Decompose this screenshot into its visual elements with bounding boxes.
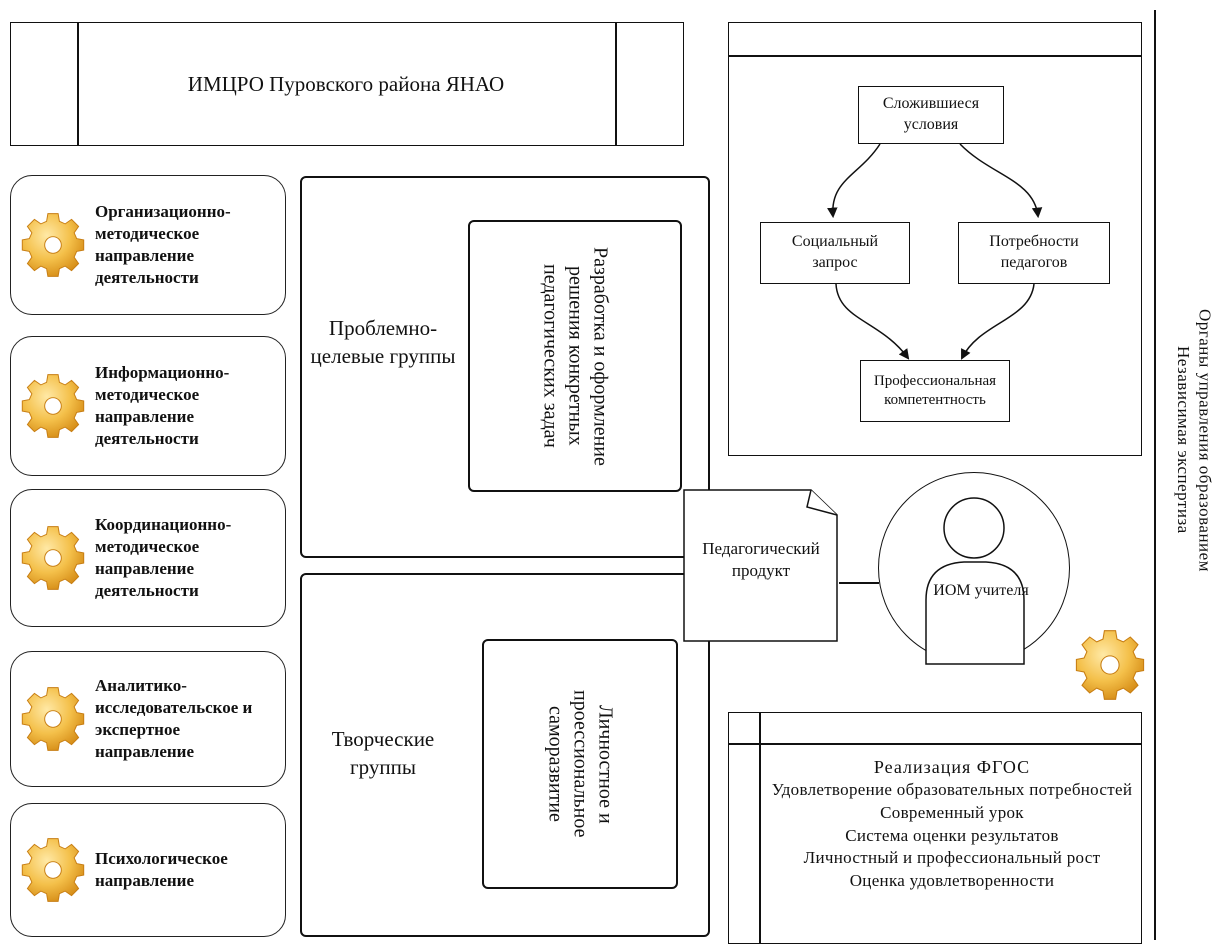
results-item: Удовлетворение образовательных потребнос… — [771, 780, 1133, 800]
side-bar-divider — [1154, 10, 1156, 940]
flow-social-label: Социальный запрос — [791, 233, 879, 271]
results-item: Современный урок — [880, 802, 1024, 822]
person-icon — [925, 497, 1025, 665]
direction-label: Информационно-методическое направление д… — [95, 362, 230, 449]
results-item: Личностный и профессиональный рост — [803, 848, 1101, 868]
creative-group-box: Творческие группы Личностное и проессион… — [300, 573, 710, 937]
flow-conditions-box: Сложившиеся условия — [858, 86, 1004, 144]
iom-label: ИОМ учителя — [933, 582, 1029, 599]
product-label: Педагогический продукт — [702, 538, 820, 580]
side-bar-line-2: Независимая экспертиза — [1174, 346, 1193, 534]
product-document-shape — [683, 489, 838, 642]
problem-group-title: Проблемно-целевые группы — [310, 316, 456, 369]
product-iom-connector — [839, 582, 879, 584]
flow-competence-label: Профессиональная компетентность — [873, 372, 997, 409]
direction-card-organizational: Организационно-методическое направление … — [10, 175, 286, 315]
creative-task-box: Личностное и проессиональное саморазвити… — [482, 639, 678, 889]
direction-label: Психологическое направление — [95, 848, 228, 890]
flow-needs-label: Потребности педагогов — [989, 233, 1079, 271]
results-panel: Реализация ФГОС Удовлетворение образоват… — [728, 712, 1142, 944]
results-item: Система оценки результатов — [845, 825, 1059, 845]
side-bar-text: Органы управления образованием Независим… — [1166, 130, 1222, 750]
results-item: Оценка удовлетворенности — [849, 871, 1055, 891]
direction-label: Организационно-методическое направление … — [95, 201, 231, 288]
problem-group-box: Проблемно-целевые группы Разработка и оф… — [300, 176, 710, 558]
results-top-divider — [729, 743, 1141, 745]
flow-panel-header-divider — [729, 55, 1141, 57]
results-left-divider — [759, 713, 761, 943]
results-item: Реализация ФГОС — [873, 757, 1031, 777]
header-title: ИМЦРО Пуровского района ЯНАО — [187, 71, 505, 96]
direction-label: Координационно-методическое направление … — [95, 514, 232, 601]
side-bar-line-1: Органы управления образованием — [1195, 308, 1215, 572]
problem-task-text: Разработка и оформление решения конкретн… — [539, 246, 612, 466]
flow-needs-box: Потребности педагогов — [958, 222, 1110, 284]
direction-card-coordination: Координационно-методическое направление … — [10, 489, 286, 627]
creative-task-text: Личностное и проессиональное саморазвити… — [544, 690, 617, 838]
results-list: Реализация ФГОС Удовлетворение образоват… — [769, 755, 1135, 893]
flow-conditions-label: Сложившиеся условия — [882, 95, 980, 133]
direction-card-informational: Информационно-методическое направление д… — [10, 336, 286, 476]
problem-task-box: Разработка и оформление решения конкретн… — [468, 220, 682, 492]
direction-label: Аналитико-исследовательское и экспертное… — [95, 675, 253, 762]
flow-competence-box: Профессиональная компетентность — [860, 360, 1010, 422]
header-right-divider — [615, 23, 617, 145]
flow-social-box: Социальный запрос — [760, 222, 910, 284]
creative-group-title: Творческие группы — [331, 727, 435, 780]
header-box: ИМЦРО Пуровского района ЯНАО — [10, 22, 684, 146]
direction-card-psychological: Психологическое направление — [10, 803, 286, 937]
direction-card-analytical: Аналитико-исследовательское и экспертное… — [10, 651, 286, 787]
header-left-divider — [77, 23, 79, 145]
